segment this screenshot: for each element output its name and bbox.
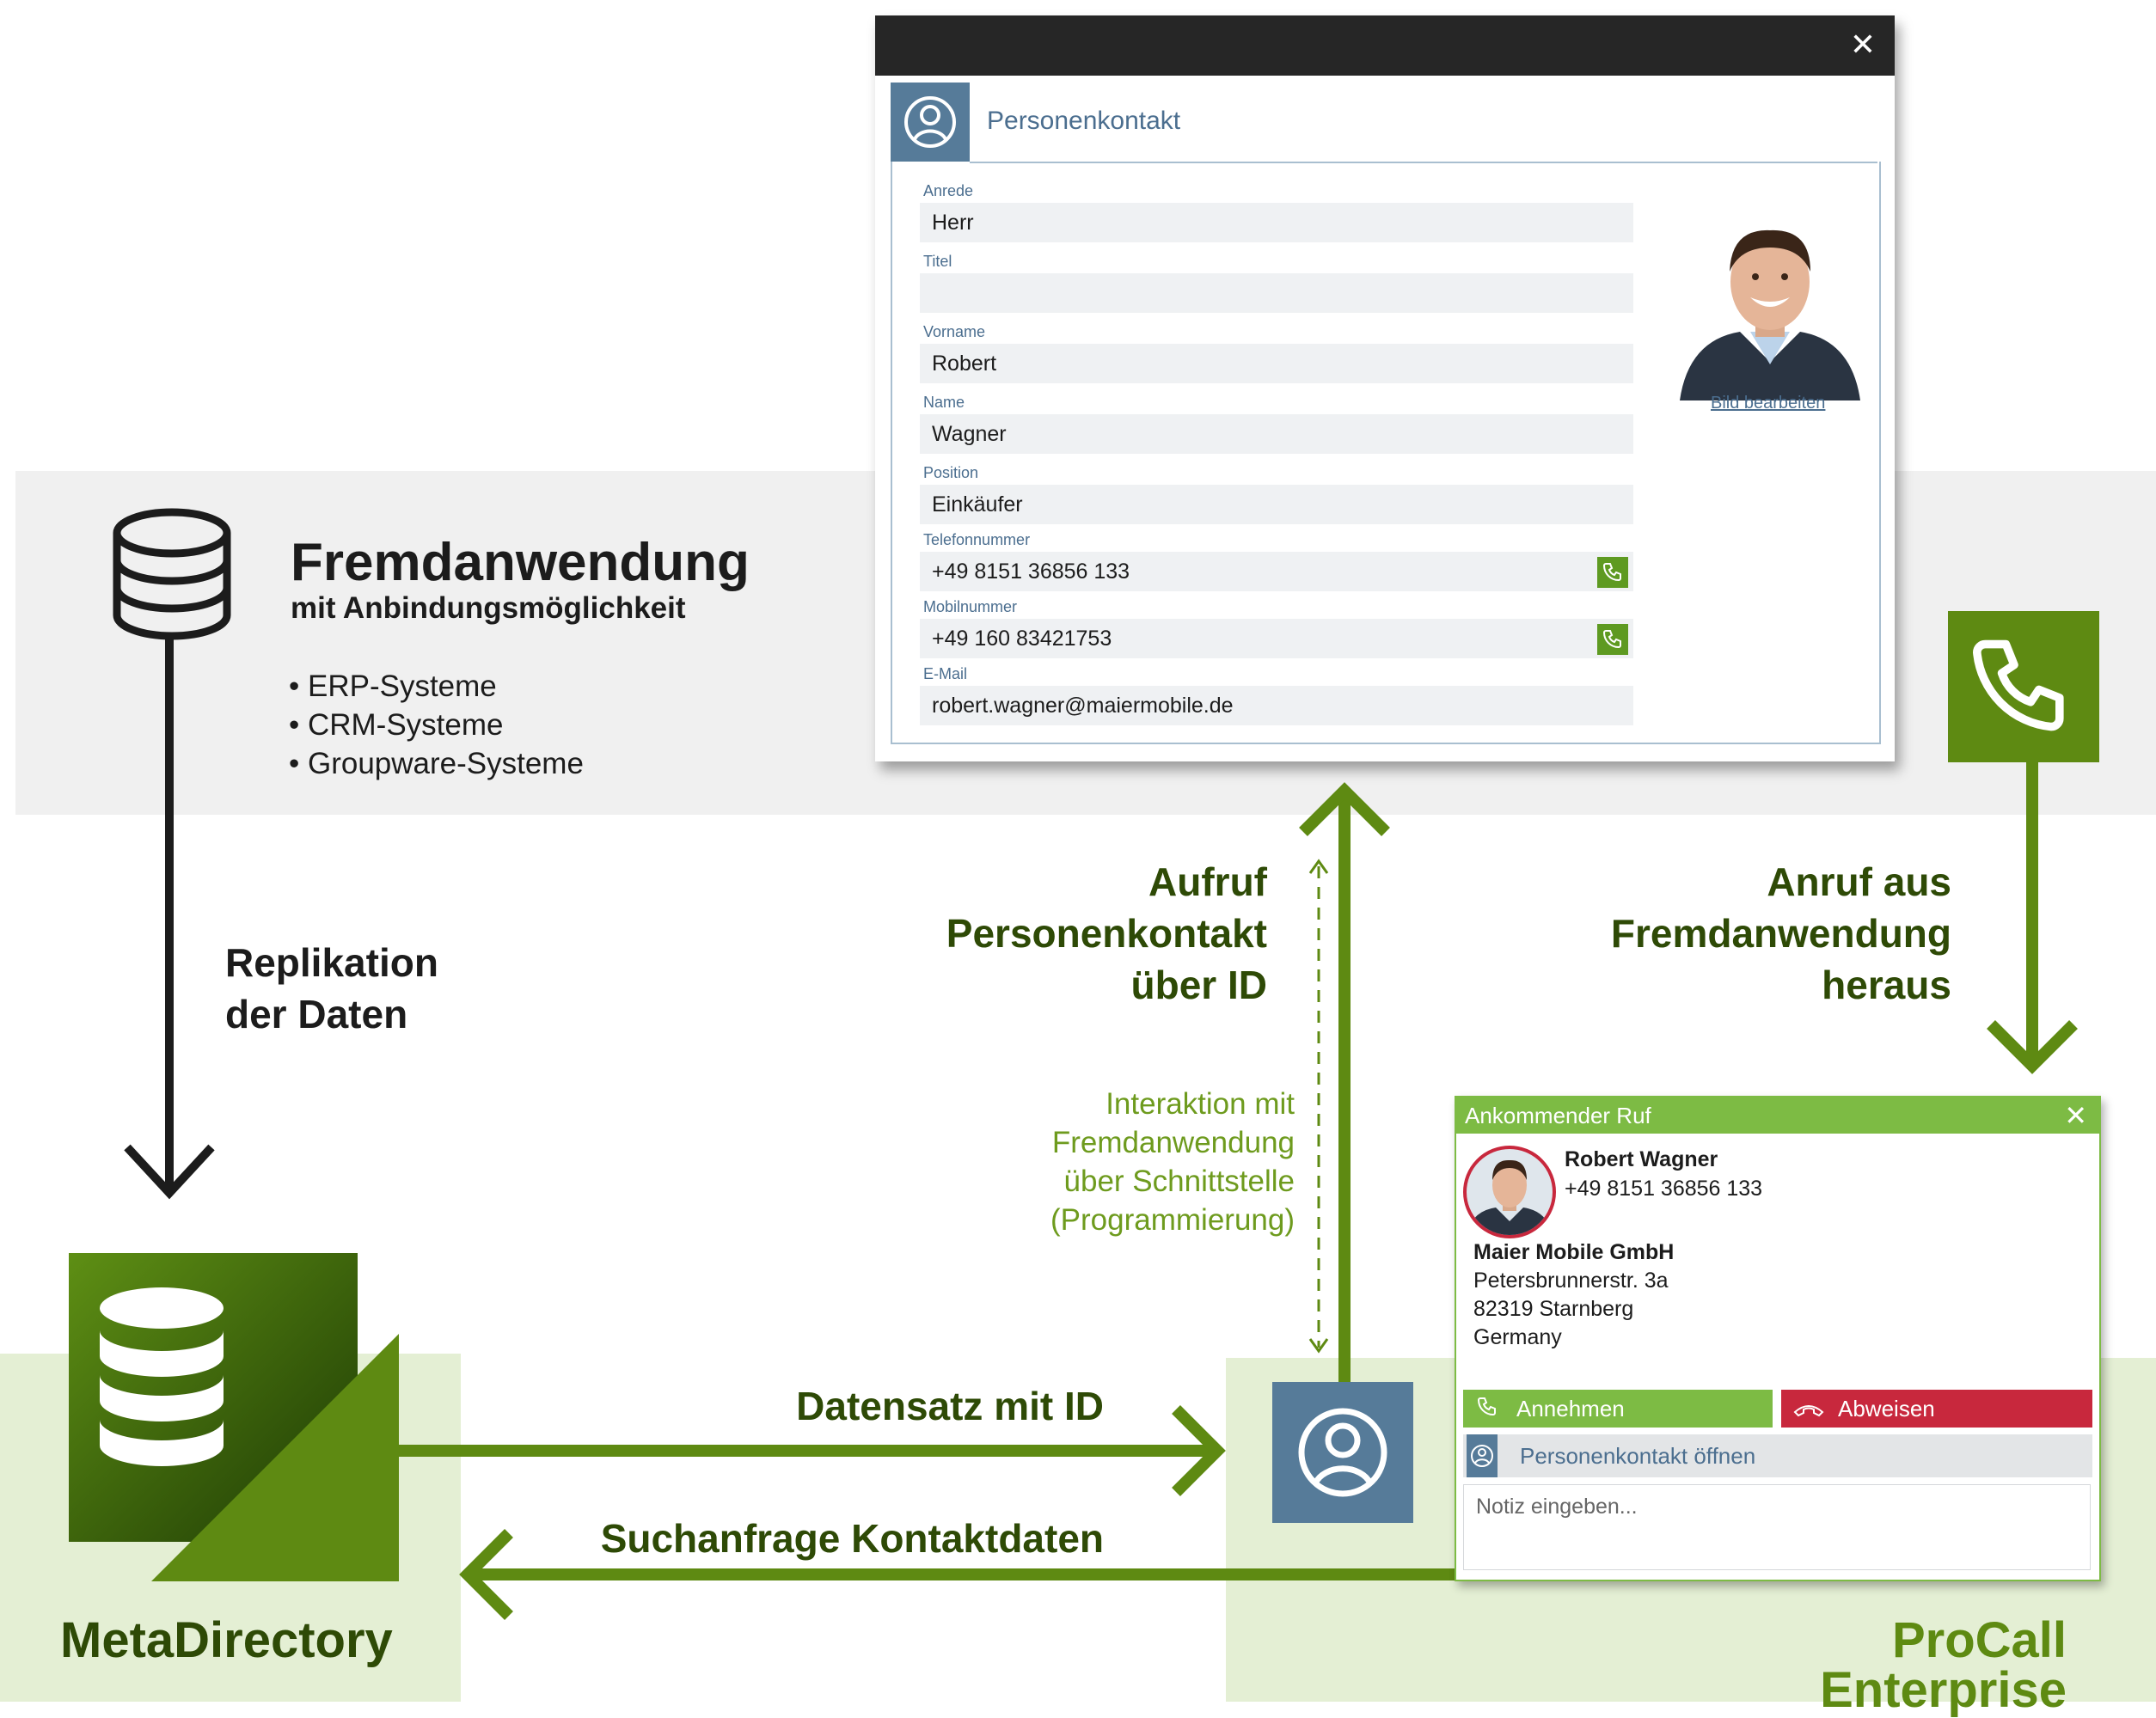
position-label: Position [923,464,979,481]
aufruf-label: Aufruf Personenkontakt über ID [860,856,1267,1011]
list-item: • ERP-Systeme [289,669,497,703]
fremdanwendung-title: Fremdanwendung [291,533,750,592]
call-button[interactable] [1597,624,1628,655]
anrede-value: Herr [932,211,974,235]
label-line: Fremdanwendung [1051,1126,1295,1159]
close-icon[interactable]: ✕ [2064,1100,2087,1131]
name-label: Name [923,394,965,411]
datensatz-arrow [399,1405,1226,1496]
anruf-arrow [1987,762,2078,1074]
caller-country: Germany [1473,1325,1562,1349]
accept-button[interactable]: Annehmen [1463,1390,1773,1428]
phone-tile [1948,611,2099,762]
caller-phone: +49 8151 36856 133 [1565,1177,1763,1201]
position-value: Einkäufer [932,492,1023,517]
anrede-label: Anrede [923,182,974,199]
email-value: robert.wagner@maiermobile.de [932,694,1234,718]
form-divider [970,162,1877,163]
telefon-field[interactable]: +49 8151 36856 133 [920,552,1633,591]
label-line: Aufruf [1148,859,1267,904]
phone-icon [1602,563,1621,582]
user-circle-icon [1467,1434,1498,1477]
interaktion-label: Interaktion mit Fremdanwendung über Schn… [946,1085,1295,1239]
contact-icon [891,83,970,162]
vorname-field[interactable]: Robert [920,344,1633,383]
suchanfrage-label: Suchanfrage Kontaktdaten [600,1516,1104,1561]
caller-street: Petersbrunnerstr. 3a [1473,1269,1669,1293]
metadirectory-brand: MetaDirectory [60,1612,393,1668]
incoming-call-popup: Ankommender Ruf ✕ Robert Wagner +49 8151… [1455,1096,2101,1581]
call-button[interactable] [1597,557,1628,588]
telefon-label: Telefonnummer [923,531,1031,548]
caller-city: 82319 Starnberg [1473,1297,1634,1321]
phone-icon [1477,1397,1496,1416]
suchanfrage-arrow [459,1529,1455,1620]
vorname-label: Vorname [923,323,986,340]
position-field[interactable]: Einkäufer [920,485,1633,524]
titel-label: Titel [923,253,952,270]
interaktion-arrow [1308,859,1329,1354]
open-contact-label: Personenkontakt öffnen [1520,1443,1756,1469]
metadirectory-logo [69,1253,399,1581]
titel-field[interactable] [920,273,1633,313]
database-icon [113,508,231,640]
phone-icon [1602,630,1621,649]
label-line: heraus [1822,963,1951,1007]
close-icon[interactable]: ✕ [1849,27,1876,62]
form-frame [891,162,1881,744]
reject-button[interactable]: Abweisen [1781,1390,2092,1428]
label-line: über ID [1130,963,1267,1007]
dialog-titlebar: ✕ [875,15,1895,76]
replikation-arrow [124,638,215,1200]
anrede-field[interactable]: Herr [920,203,1633,242]
popup-titlebar: Ankommender Ruf ✕ [1456,1097,2099,1134]
caller-name: Robert Wagner [1565,1147,1718,1171]
fremdanwendung-subtitle: mit Anbindungsmöglichkeit [291,591,686,625]
popup-title: Ankommender Ruf [1465,1103,1651,1128]
note-input[interactable] [1474,1494,2079,1520]
telefon-value: +49 8151 36856 133 [932,559,1130,584]
accept-label: Annehmen [1516,1396,1625,1421]
label-line: Anruf aus [1767,859,1951,904]
vorname-value: Robert [932,352,997,376]
label-line: über Schnittstelle [1063,1165,1295,1198]
list-item: • Groupware-Systeme [289,747,584,780]
open-contact-button[interactable]: Personenkontakt öffnen [1463,1434,2092,1477]
reject-label: Abweisen [1838,1396,1935,1421]
email-label: E-Mail [923,665,968,682]
name-value: Wagner [932,422,1007,446]
dialog-title: Personenkontakt [987,107,1181,135]
fremdanwendung-list: • ERP-Systeme • CRM-Systeme • Groupware-… [289,667,584,783]
personenkontakt-dialog: ✕ Personenkontakt Anrede Herr Titel Vorn… [875,15,1895,761]
aufruf-arrow [1299,782,1390,1382]
datensatz-label: Datensatz mit ID [796,1384,1104,1428]
label-line: (Programmierung) [1050,1203,1295,1237]
note-field[interactable] [1463,1484,2091,1570]
contact-photo [1680,211,1860,400]
anruf-label: Anruf aus Fremdanwendung heraus [1513,856,1951,1011]
hangup-icon [1793,1405,1824,1417]
phone-icon [1973,639,2064,731]
label-line: der Daten [225,992,408,1036]
user-circle-icon [1298,1408,1387,1497]
bild-bearbeiten-link[interactable]: Bild bearbeiten [1711,394,1826,413]
label-line: Personenkontakt [946,911,1267,956]
label-line: Fremdanwendung [1610,911,1951,956]
caller-company: Maier Mobile GmbH [1473,1240,1675,1264]
procall-brand: ProCall Enterprise [1820,1612,2067,1718]
mobil-label: Mobilnummer [923,598,1018,615]
mobil-value: +49 160 83421753 [932,627,1112,651]
name-field[interactable]: Wagner [920,414,1633,454]
mobil-field[interactable]: +49 160 83421753 [920,619,1633,658]
label-line: Replikation [225,940,438,985]
list-item: • CRM-Systeme [289,708,504,742]
email-field[interactable]: robert.wagner@maiermobile.de [920,686,1633,725]
label-line: Interaktion mit [1106,1087,1295,1121]
replikation-label: Replikation der Daten [225,937,438,1040]
avatar [1463,1146,1556,1238]
